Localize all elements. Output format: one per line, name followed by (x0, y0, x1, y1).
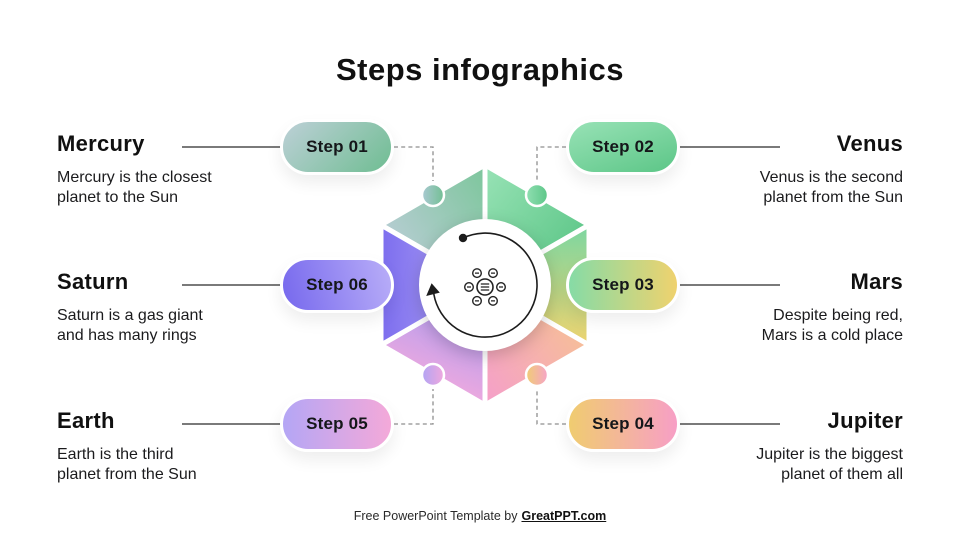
leader-lines (182, 146, 780, 425)
planet-block-earth: Earth Earth is the third planet from the… (57, 408, 317, 485)
step-pill-label: Step 01 (306, 137, 368, 156)
connector-dot-step04 (524, 362, 550, 388)
planet-desc: Saturn is a gas giant and has many rings (57, 307, 203, 344)
dashed-connector-step04 (536, 389, 566, 425)
step-pill-03: Step 03 (566, 257, 680, 313)
connector-dot-step01 (420, 182, 446, 208)
page-title: Steps infographics (335, 52, 625, 87)
cycle-arrow-icon (426, 232, 538, 338)
planet-block-mars: Mars Despite being red, Mars is a cold p… (643, 269, 903, 346)
planet-block-mercury: Mercury Mercury is the closest planet to… (57, 131, 317, 208)
connector-dot-step05 (420, 362, 446, 388)
step-pill-label: Step 04 (592, 414, 654, 433)
step-pill-label: Step 06 (306, 275, 368, 294)
step-pill-05: Step 05 (280, 396, 394, 452)
step-pill-label: Step 05 (306, 414, 368, 433)
greatppt-link[interactable]: GreatPPT.com (521, 509, 607, 523)
planet-name: Jupiter (827, 408, 903, 433)
planet-name: Mars (850, 269, 903, 294)
planet-name: Saturn (57, 269, 129, 294)
hub-network-icon (464, 268, 507, 306)
step-pill-01: Step 01 (280, 119, 394, 175)
planet-name: Venus (836, 131, 903, 156)
planet-block-saturn: Saturn Saturn is a gas giant and has man… (57, 269, 317, 346)
connector-dot-step02 (524, 182, 550, 208)
dashed-connectors (394, 146, 566, 425)
dashed-connector-step01 (394, 146, 434, 181)
planet-name: Earth (57, 408, 115, 433)
planet-block-venus: Venus Venus is the second planet from th… (643, 131, 903, 208)
step-pill-label: Step 03 (592, 275, 654, 294)
step-pill-04: Step 04 (566, 396, 680, 452)
footer-text: Free PowerPoint Template by (353, 509, 518, 523)
planet-desc: Earth is the third planet from the Sun (57, 446, 197, 483)
planet-name: Mercury (57, 131, 145, 156)
step-pill-02: Step 02 (566, 119, 680, 175)
dashed-connector-step05 (394, 389, 434, 425)
planet-desc: Despite being red, Mars is a cold place (761, 307, 903, 344)
step-pill-label: Step 02 (592, 137, 654, 156)
dashed-connector-step02 (536, 146, 566, 181)
connector-dots (420, 182, 550, 388)
planet-desc: Mercury is the closest planet to the Sun (57, 169, 212, 206)
planet-desc: Jupiter is the biggest planet of them al… (756, 446, 903, 483)
planet-block-jupiter: Jupiter Jupiter is the biggest planet of… (643, 408, 903, 485)
planet-desc: Venus is the second planet from the Sun (759, 169, 903, 206)
step-pill-06: Step 06 (280, 257, 394, 313)
